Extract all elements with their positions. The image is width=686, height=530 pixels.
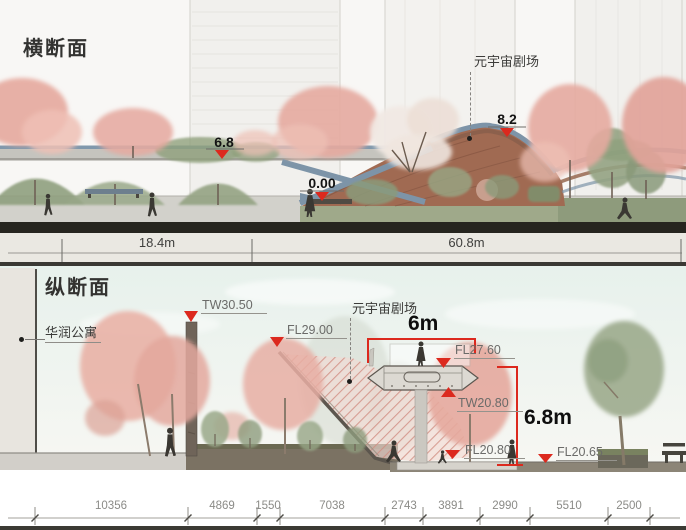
small-trunks	[214, 434, 356, 451]
apartment-building	[0, 268, 37, 455]
dim-7038: 7038	[319, 500, 345, 512]
dim-2990: 2990	[492, 500, 518, 512]
elevation-fl27-60: FL27.60	[454, 343, 515, 360]
size-6-8m: 6.8m	[524, 406, 572, 429]
small-green-trees	[201, 411, 367, 453]
dim-5510: 5510	[556, 500, 582, 512]
dim-10356: 10356	[95, 500, 127, 512]
dim-1550: 1550	[255, 500, 281, 512]
elevation-8-2: 8.2	[497, 111, 517, 127]
cross-section-panel	[0, 0, 686, 266]
tw30-50-triangle	[184, 311, 198, 322]
right-green-tree	[584, 321, 664, 466]
apartment-label: 华润公寓	[45, 325, 102, 343]
dim-2500: 2500	[616, 500, 642, 512]
theater-leader-dot-long	[347, 379, 352, 384]
fl27-60-triangle	[436, 358, 451, 368]
cross-section-title: 横断面	[23, 38, 89, 60]
theater-label-long: 元宇宙剧场	[352, 301, 418, 316]
height-6-8m-bracket	[497, 366, 523, 466]
dim-60-8m: 60.8m	[448, 235, 485, 250]
pink-trees	[0, 77, 686, 182]
dim-4869: 4869	[209, 500, 235, 512]
theater-leader-line-long	[350, 318, 351, 379]
cherry-tree	[370, 98, 459, 173]
theater-platform	[367, 343, 479, 464]
dim-2743: 2743	[391, 500, 417, 512]
long-section-title: 纵断面	[45, 277, 111, 299]
theater-leader-line-cross	[470, 72, 471, 136]
apartment-leader-line	[25, 339, 45, 340]
longitudinal-section-illustration	[0, 266, 686, 530]
dimension-line-long	[8, 507, 680, 525]
dimension-ticks	[8, 239, 682, 266]
theater-leader-dot-cross	[467, 136, 472, 141]
dim-18-4m: 18.4m	[138, 235, 176, 250]
elevation-fl20-65: FL20.65	[556, 445, 617, 462]
cross-section-illustration	[0, 0, 686, 266]
longitudinal-section-panel	[0, 266, 686, 530]
tree-trunks	[34, 146, 647, 205]
people-long	[164, 341, 517, 464]
elevation-6-8: 6.8	[214, 134, 234, 150]
dimension-strip	[0, 233, 686, 266]
tw20-80-triangle	[441, 387, 456, 397]
trunks-long	[137, 383, 471, 464]
apartment-leader-dot	[19, 337, 24, 342]
fl20-65-triangle	[538, 454, 553, 463]
theater-label-cross: 元宇宙剧场	[474, 54, 540, 69]
benches	[85, 189, 352, 204]
grass-strip	[300, 206, 562, 222]
red-annotations	[184, 311, 553, 466]
elevation-fl29-00: FL29.00	[286, 323, 347, 340]
width-6m-bracket	[367, 338, 476, 363]
platform-column	[414, 389, 428, 464]
elevation-tw30-50: TW30.50	[201, 298, 267, 315]
road-band	[0, 222, 686, 233]
elevation-0-00: 0.00	[308, 175, 336, 191]
elevation-fl20-80: FL20.80	[464, 443, 525, 460]
elevation-markers	[206, 126, 526, 201]
elevation-tw20-80: TW20.80	[457, 396, 523, 413]
dim-3891: 3891	[438, 500, 464, 512]
bench	[662, 443, 686, 463]
pavement-left	[0, 453, 196, 470]
people	[44, 188, 632, 220]
size-6m: 6m	[408, 312, 439, 335]
fl29-00-triangle	[270, 337, 284, 347]
fl20-80-triangle	[445, 450, 460, 459]
